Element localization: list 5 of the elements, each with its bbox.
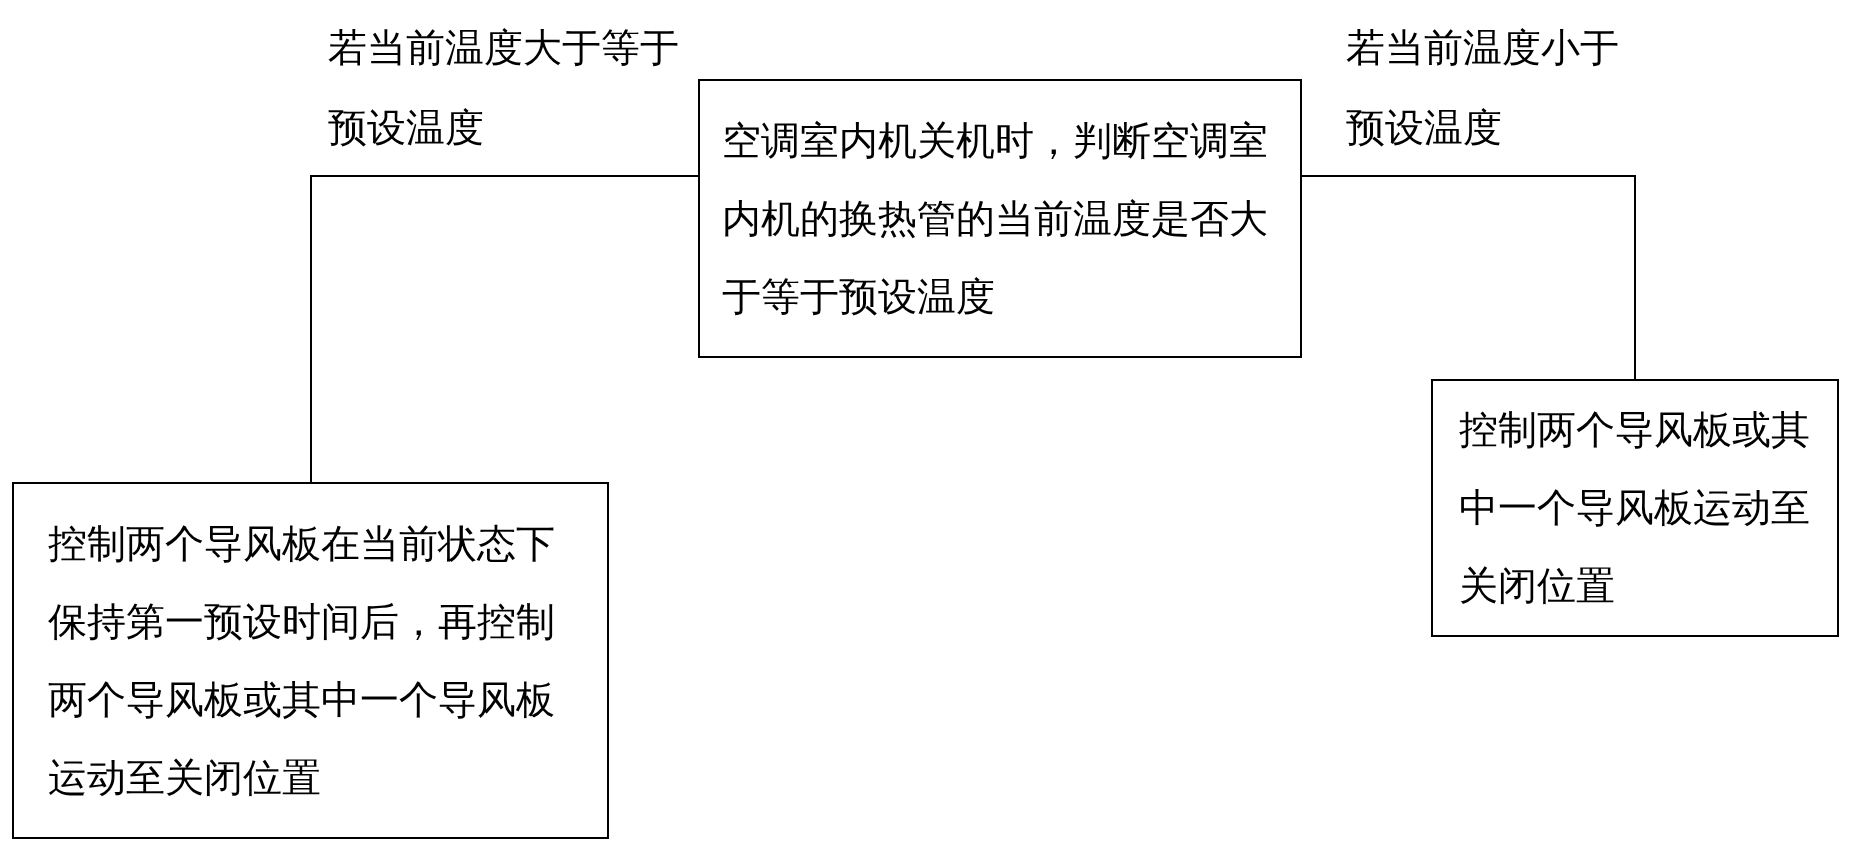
connector-line xyxy=(1301,175,1636,380)
connector-line xyxy=(310,175,699,483)
process-box: 控制两个导风板或其中一个导风板运动至关闭位置 xyxy=(1431,379,1839,637)
process-box: 空调室内机关机时，判断空调室内机的换热管的当前温度是否大于等于预设温度 xyxy=(698,79,1302,358)
process-box: 控制两个导风板在当前状态下保持第一预设时间后，再控制两个导风板或其中一个导风板运动至关闭位置 xyxy=(12,482,609,839)
